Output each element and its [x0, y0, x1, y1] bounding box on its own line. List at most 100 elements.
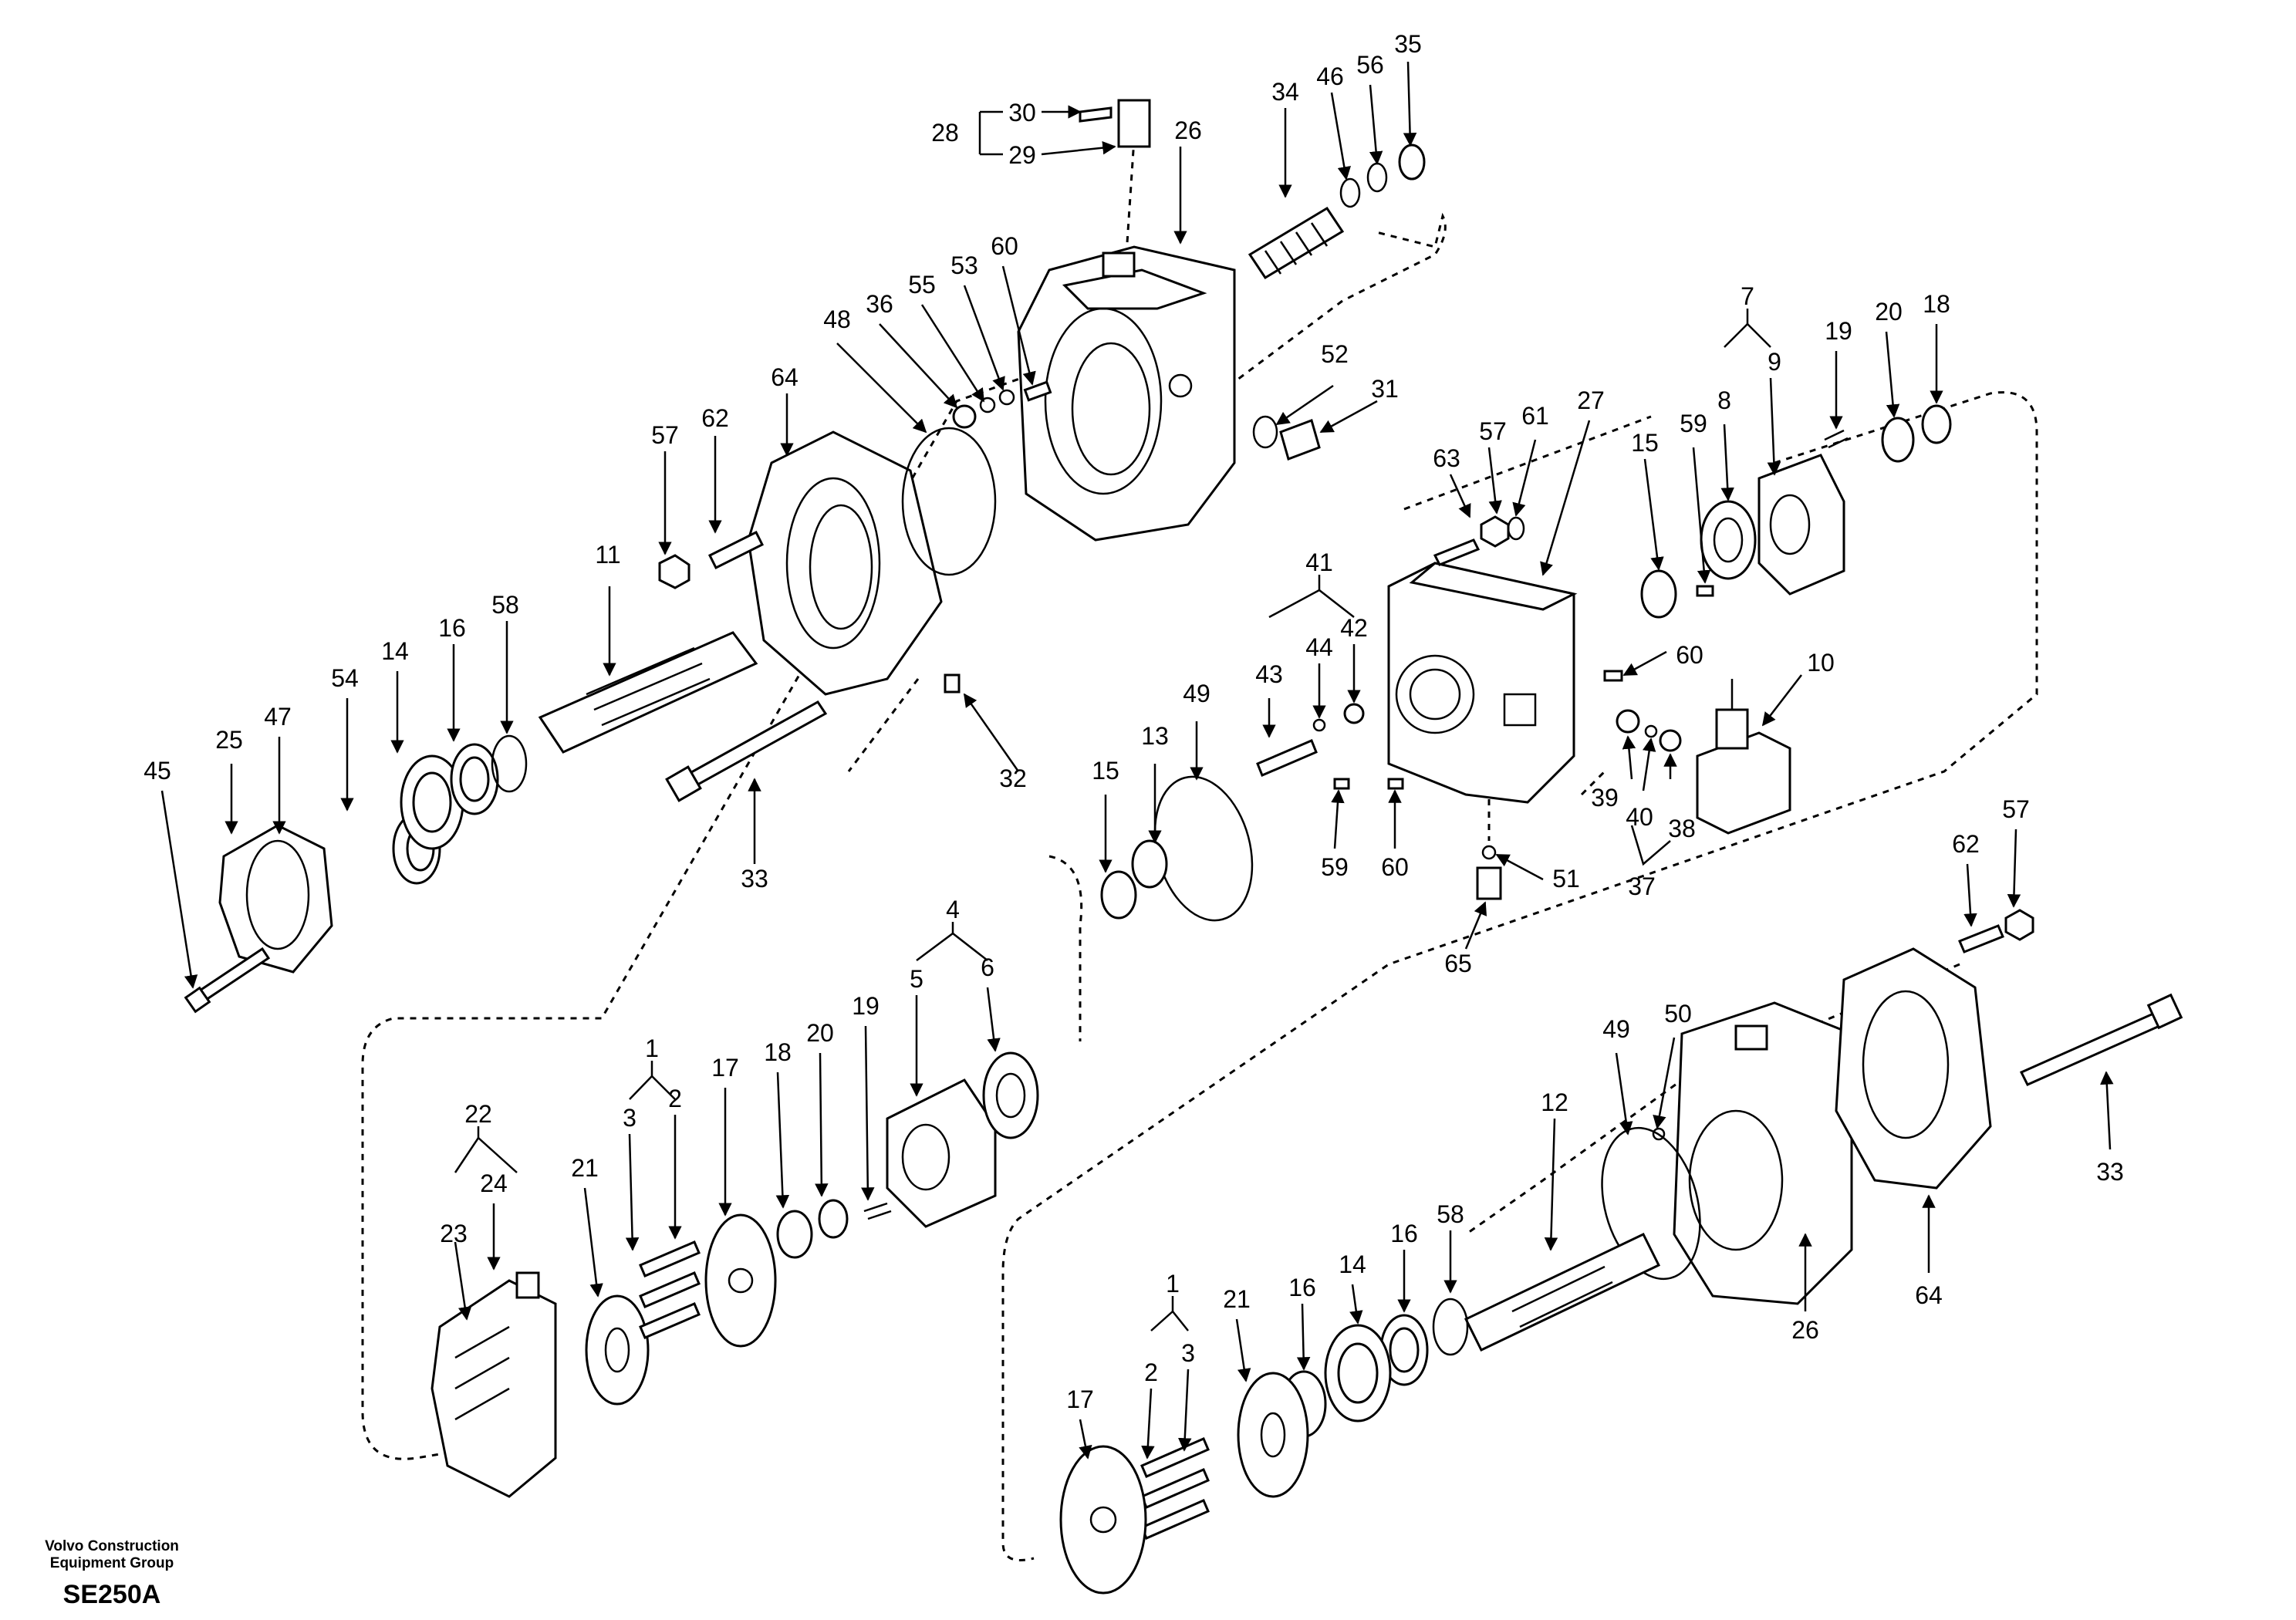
plate-8 — [1700, 500, 1757, 580]
label-30: 30 — [1008, 99, 1036, 127]
label-42: 42 — [1340, 614, 1368, 642]
plate-21 — [585, 1294, 650, 1406]
flange-lower — [1835, 947, 1992, 1190]
housing-lower — [1673, 1001, 1853, 1305]
plate-17-lower — [1059, 1445, 1147, 1595]
label-14: 14 — [381, 637, 409, 665]
label-26: 26 — [1174, 116, 1202, 144]
label-50: 50 — [1664, 1000, 1692, 1028]
bearing-14-inner — [412, 771, 452, 833]
label-63: 63 — [1433, 444, 1460, 472]
cylinder-9 — [1757, 454, 1845, 596]
label-54: 54 — [331, 664, 359, 692]
label-27: 27 — [1577, 386, 1605, 414]
label-7: 7 — [1741, 282, 1754, 310]
label-6: 6 — [981, 953, 994, 981]
leader-arrows — [160, 61, 2114, 1460]
lever-29 — [1117, 99, 1151, 148]
drawing-code: SE250A — [63, 1580, 161, 1609]
label-31: 31 — [1371, 375, 1399, 403]
label-19-lower: 19 — [852, 992, 880, 1020]
label-3-lower: 3 — [1181, 1339, 1195, 1367]
label-57-lower: 57 — [2002, 795, 2030, 823]
label-60: 60 — [991, 232, 1018, 260]
label-64: 64 — [771, 363, 799, 391]
label-59: 59 — [1680, 410, 1707, 437]
label-8: 8 — [1717, 386, 1731, 414]
label-10: 10 — [1807, 649, 1835, 677]
shaft-12 — [1464, 1233, 1661, 1352]
label-26-lower: 26 — [1791, 1316, 1819, 1344]
label-58-lower: 58 — [1437, 1200, 1464, 1228]
label-33: 33 — [741, 865, 768, 893]
label-43: 43 — [1255, 660, 1283, 688]
label-41: 41 — [1305, 548, 1333, 576]
label-9: 9 — [1768, 348, 1781, 376]
company-line-1: Volvo Construction — [45, 1538, 179, 1554]
bolt-33-upper — [677, 700, 828, 792]
label-15-right: 15 — [1631, 429, 1659, 457]
label-1-lower: 1 — [1166, 1270, 1180, 1298]
label-38: 38 — [1668, 815, 1696, 842]
cylinder-5 — [886, 1078, 997, 1228]
spring-19 — [1824, 429, 1849, 449]
label-2-lower: 2 — [1144, 1358, 1158, 1386]
label-62-lower: 62 — [1952, 830, 1980, 858]
screw-62-upper — [707, 530, 765, 570]
label-16: 16 — [438, 614, 466, 642]
part-graphics — [184, 99, 2183, 1595]
o-ring-48 — [901, 427, 997, 576]
label-37: 37 — [1628, 872, 1656, 900]
part-labels: 45 25 47 54 14 16 58 11 57 62 64 48 36 5… — [144, 30, 2124, 1413]
label-35: 35 — [1394, 30, 1422, 58]
swash-plate-23 — [430, 1271, 557, 1498]
label-5: 5 — [910, 965, 923, 993]
label-23: 23 — [440, 1220, 468, 1247]
company-line-2: Equipment Group — [50, 1555, 174, 1571]
label-61: 61 — [1521, 402, 1549, 430]
label-11: 11 — [595, 541, 620, 569]
label-47: 47 — [264, 703, 292, 731]
label-4: 4 — [946, 896, 960, 923]
label-59-bottom: 59 — [1321, 853, 1349, 881]
label-64-lower: 64 — [1915, 1281, 1943, 1309]
label-53: 53 — [950, 251, 978, 279]
label-19: 19 — [1825, 317, 1852, 345]
label-58: 58 — [491, 591, 519, 619]
footer: Volvo Construction Equipment Group SE250… — [45, 1538, 179, 1609]
plate-6 — [982, 1051, 1039, 1139]
label-48: 48 — [823, 305, 851, 333]
label-36: 36 — [866, 290, 893, 318]
pistons-1-lower — [1140, 1437, 1210, 1540]
snap-ring-58 — [491, 734, 528, 793]
label-52: 52 — [1321, 340, 1349, 368]
label-21-lower: 21 — [1223, 1285, 1251, 1313]
cover-25 — [218, 824, 333, 974]
nut-57-upper — [658, 554, 690, 589]
label-56: 56 — [1356, 51, 1384, 79]
label-3: 3 — [623, 1104, 636, 1132]
label-34: 34 — [1271, 78, 1299, 106]
regulator-27 — [1387, 562, 1578, 804]
label-16-lower-a: 16 — [1390, 1220, 1418, 1247]
label-12: 12 — [1541, 1088, 1568, 1116]
label-20-lower: 20 — [806, 1019, 834, 1047]
label-57-mid: 57 — [1479, 417, 1507, 445]
housing-upper — [1017, 245, 1236, 542]
solenoid-10 — [1696, 679, 1791, 835]
flange-upper — [747, 430, 943, 696]
label-65: 65 — [1444, 950, 1472, 977]
label-18-lower: 18 — [764, 1038, 792, 1066]
label-18: 18 — [1923, 290, 1950, 318]
label-22: 22 — [464, 1100, 492, 1128]
label-49-lower: 49 — [1602, 1015, 1630, 1043]
label-29: 29 — [1008, 141, 1036, 169]
pin-43 — [1256, 739, 1318, 777]
label-24: 24 — [480, 1169, 508, 1197]
label-55: 55 — [908, 271, 936, 299]
label-17: 17 — [711, 1054, 739, 1082]
label-60-right: 60 — [1676, 641, 1703, 669]
label-60-bottom: 60 — [1381, 853, 1409, 881]
plate-21-lower — [1237, 1372, 1309, 1498]
